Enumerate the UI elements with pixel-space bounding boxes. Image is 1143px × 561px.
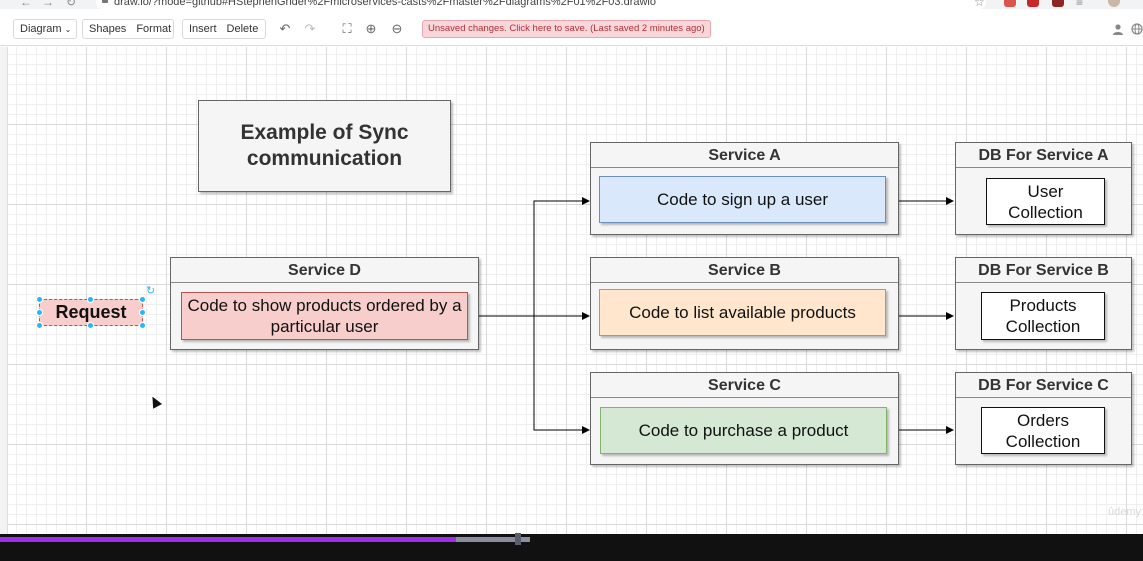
profile-avatar[interactable] bbox=[1108, 0, 1120, 7]
service-a-title: Service A bbox=[591, 143, 898, 168]
left-panel-edge bbox=[0, 47, 8, 534]
globe-icon[interactable] bbox=[1131, 23, 1143, 35]
delete-button[interactable]: Delete bbox=[226, 23, 259, 35]
diagram-menu[interactable]: Diagram ⌄ bbox=[13, 19, 77, 39]
service-d-code-box[interactable]: Code to show products ordered by a parti… bbox=[181, 292, 468, 340]
service-d-title: Service D bbox=[171, 258, 478, 283]
service-c-code-box[interactable]: Code to purchase a product bbox=[600, 407, 887, 454]
insert-delete-group: Insert Delete bbox=[182, 19, 266, 39]
diagram-menu-label: Diagram bbox=[20, 23, 62, 35]
zoom-out-icon[interactable]: ⊖ bbox=[391, 21, 403, 36]
service-a-code: Code to sign up a user bbox=[656, 190, 829, 209]
video-progress-knob[interactable] bbox=[515, 533, 521, 545]
diagram-title: Example of Sync communication bbox=[240, 121, 409, 170]
service-c-code: Code to purchase a product bbox=[638, 421, 849, 440]
extension-icon[interactable] bbox=[1027, 0, 1039, 7]
resize-handle[interactable] bbox=[36, 296, 43, 303]
service-a-code-box[interactable]: Code to sign up a user bbox=[599, 176, 886, 223]
extension-icon[interactable] bbox=[1004, 0, 1016, 7]
service-b-code-box[interactable]: Code to list available products bbox=[599, 289, 886, 336]
resize-handle[interactable] bbox=[139, 309, 146, 316]
url-text: draw.io/?mode=github#HStephenGrider%2Fmi… bbox=[114, 0, 656, 8]
browser-address-strip: ← → ↻ draw.io/?mode=github#HStephenGride… bbox=[0, 0, 1143, 9]
undo-icon[interactable]: ↶ bbox=[279, 21, 291, 36]
db-b-collection: Products Collection bbox=[1005, 296, 1081, 336]
edge-service-d-to-service-a[interactable] bbox=[533, 197, 590, 316]
redo-icon[interactable]: ↷ bbox=[304, 21, 316, 36]
service-d-code: Code to show products ordered by a parti… bbox=[187, 296, 462, 336]
back-icon[interactable]: ← bbox=[20, 0, 32, 9]
db-c-title: DB For Service C bbox=[956, 373, 1131, 398]
shapes-format-group: Shapes Format bbox=[82, 19, 174, 39]
request-label: Request bbox=[55, 302, 127, 322]
fullscreen-icon[interactable]: ⛶ bbox=[342, 21, 352, 36]
service-b-title: Service B bbox=[591, 258, 898, 283]
resize-handle[interactable] bbox=[36, 309, 43, 316]
extension-icon[interactable] bbox=[1052, 0, 1064, 7]
db-c-collection: Orders Collection bbox=[1005, 410, 1081, 451]
shapes-button[interactable]: Shapes bbox=[89, 23, 127, 35]
db-c-collection-box[interactable]: Orders Collection bbox=[981, 407, 1105, 454]
zoom-in-icon[interactable]: ⊕ bbox=[365, 21, 377, 36]
unsaved-changes-notice[interactable]: Unsaved changes. Click here to save. (La… bbox=[422, 20, 711, 38]
udemy-watermark: ûdemy bbox=[1108, 506, 1142, 518]
reload-icon[interactable]: ↻ bbox=[66, 0, 77, 9]
resize-handle[interactable] bbox=[87, 296, 94, 303]
edge-service-d-to-service-c[interactable] bbox=[533, 316, 590, 434]
lock-icon bbox=[102, 0, 108, 3]
diagram-title-box[interactable]: Example of Sync communication bbox=[198, 100, 451, 192]
db-a-collection: User Collection bbox=[1008, 181, 1083, 222]
list-icon[interactable]: ≡ bbox=[1076, 0, 1084, 9]
rotate-handle-icon[interactable]: ↻ bbox=[146, 285, 156, 297]
video-progress-fill bbox=[0, 537, 456, 542]
resize-handle[interactable] bbox=[87, 322, 94, 329]
chevron-down-icon: ⌄ bbox=[64, 24, 72, 34]
db-b-title: DB For Service B bbox=[956, 258, 1131, 283]
resize-handle[interactable] bbox=[139, 296, 146, 303]
db-a-title: DB For Service A bbox=[956, 143, 1131, 168]
service-b-code: Code to list available products bbox=[629, 303, 856, 322]
insert-button[interactable]: Insert bbox=[189, 23, 217, 35]
bookmark-star-icon[interactable]: ☆ bbox=[974, 0, 985, 9]
service-c-title: Service C bbox=[591, 373, 898, 398]
drawio-toolbar: Diagram ⌄ Shapes Format Insert Delete ↶ … bbox=[0, 9, 1143, 46]
db-a-collection-box[interactable]: User Collection bbox=[986, 178, 1105, 225]
resize-handle[interactable] bbox=[139, 322, 146, 329]
url-field[interactable]: draw.io/?mode=github#HStephenGrider%2Fmi… bbox=[96, 0, 986, 9]
user-icon[interactable] bbox=[1112, 23, 1124, 35]
format-button[interactable]: Format bbox=[136, 23, 172, 35]
diagram-canvas[interactable] bbox=[8, 47, 1143, 534]
forward-icon[interactable]: → bbox=[42, 0, 54, 9]
db-b-collection-box[interactable]: Products Collection bbox=[981, 292, 1105, 340]
resize-handle[interactable] bbox=[36, 322, 43, 329]
